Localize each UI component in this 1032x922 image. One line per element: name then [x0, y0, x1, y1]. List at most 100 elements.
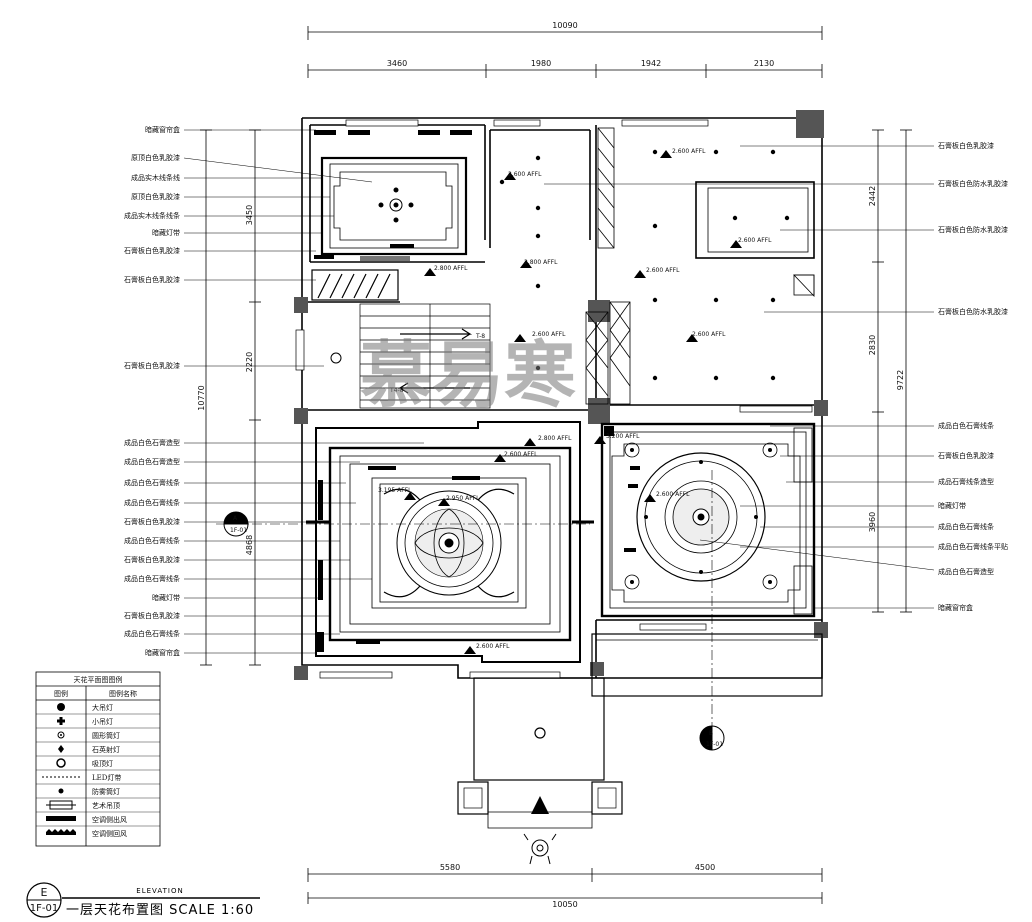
legend-name-2: 小吊灯: [92, 717, 113, 726]
legend-name-3: 圆形筒灯: [92, 731, 120, 740]
level-tag-6: 2.800 AFFL: [434, 265, 468, 272]
dim-top-4: 2130: [754, 59, 774, 68]
level-tag-14: 3.200 AFFL: [606, 433, 640, 440]
marker-left-top: A: [233, 515, 238, 522]
downlights-top: [499, 149, 790, 381]
right-notes: 石膏板白色乳胶漆 石膏板白色防水乳胶漆 石膏板白色防水乳胶漆 石膏板白色防水乳胶…: [938, 141, 1008, 612]
right-note-5: 成品白色石膏线条: [938, 421, 994, 430]
level-tag-5: 2.800 AFFL: [524, 259, 558, 266]
led-strip-living: [316, 480, 324, 652]
dining-ceiling: [600, 422, 816, 618]
chandelier-icon: [57, 703, 65, 711]
staircase: [359, 303, 491, 409]
art-ceiling-icon: [46, 800, 76, 810]
legend-col-symbol: 图例: [54, 689, 68, 698]
stair-label-up: T-8: [475, 333, 485, 340]
right-note-11: 成品白色石膏造型: [938, 567, 994, 576]
dining-accents: [604, 426, 772, 584]
left-leaders: [183, 129, 424, 654]
dim-top-2: 1980: [531, 59, 551, 68]
dim-left-3: 4868: [245, 535, 254, 555]
downlight-icon: [57, 731, 65, 739]
left-notes: 暗藏窗帘盒 原顶白色乳胶漆 成品实木线条线 原顶白色乳胶漆 成品实木线条线条 暗…: [124, 125, 180, 657]
entrance: [457, 633, 823, 829]
left-note-10: 成品白色石膏造型: [124, 438, 180, 447]
section-marker-right: [699, 470, 725, 751]
left-note-2: 原顶白色乳胶漆: [131, 153, 180, 162]
drawing-title: 一层天花布置图 SCALE 1:60: [66, 902, 254, 918]
pendant-icon: [57, 717, 65, 725]
legend-icons: [42, 703, 80, 835]
left-note-15: 成品白色石膏线条: [124, 536, 180, 545]
legend-name-10: 空调侧回风: [92, 829, 127, 838]
right-note-2: 石膏板白色防水乳胶漆: [938, 179, 1008, 188]
dim-right-1: 2442: [868, 186, 877, 206]
living-ceiling: [315, 421, 581, 663]
left-note-16: 石膏板白色乳胶漆: [124, 555, 180, 564]
section-marker-left: [216, 511, 590, 537]
right-note-8: 暗藏灯带: [938, 501, 966, 510]
level-tag-7: 2.600 AFFL: [532, 331, 566, 338]
dim-left-total: 10770: [197, 385, 206, 410]
spotlight-icon: [58, 745, 64, 753]
dim-bottom-1: 5580: [440, 863, 460, 872]
ceiling-lamp-icon: [56, 758, 66, 768]
right-note-6: 石膏板白色乳胶漆: [938, 451, 994, 460]
level-tag-4: 2.600 AFFL: [646, 267, 680, 274]
level-tag-3: 2.600 AFFL: [738, 237, 772, 244]
legend-name-9: 空调侧出风: [92, 815, 127, 824]
dim-top-1: 3460: [387, 59, 407, 68]
ac-supply-icon: [46, 816, 76, 821]
left-note-1: 暗藏窗帘盒: [145, 125, 180, 134]
level-marks: [404, 150, 742, 654]
left-note-7: 石膏板白色乳胶漆: [124, 246, 180, 255]
left-note-13: 成品白色石膏线条: [124, 498, 180, 507]
left-note-3: 成品实木线条线: [131, 173, 180, 182]
level-tag-15: 2.600 AFFL: [656, 491, 690, 498]
legend-table: [35, 671, 161, 847]
right-note-3: 石膏板白色防水乳胶漆: [938, 225, 1008, 234]
fog-light-icon: [58, 788, 64, 794]
dim-bottom-2: 4500: [695, 863, 715, 872]
title-badge-top: E: [41, 886, 48, 899]
stair-label-down: T4-8: [389, 387, 404, 394]
left-note-19: 石膏板白色乳胶漆: [124, 611, 180, 620]
right-dimensions: [872, 129, 912, 613]
dim-left-1: 3450: [245, 205, 254, 225]
right-note-12: 暗藏窗帘盒: [938, 603, 973, 612]
ac-grille: [311, 269, 399, 301]
windows: [295, 119, 813, 679]
left-note-9: 石膏板白色乳胶漆: [124, 361, 180, 370]
top-dimensions: [307, 26, 823, 78]
left-note-21: 暗藏窗帘盒: [145, 648, 180, 657]
level-tag-12: 2.950 AFFL: [446, 495, 480, 502]
level-tag-9: 2.800 AFFL: [538, 435, 572, 442]
marker-left-bottom: 1F-01: [230, 527, 247, 534]
level-tag-10: 2.600 AFFL: [504, 451, 538, 458]
ac-return-icon: [46, 829, 76, 835]
legend-name-6: LED灯带: [92, 773, 121, 782]
right-leaders: [544, 145, 935, 609]
marker-right-top: B: [709, 730, 713, 737]
right-note-9: 成品白色石膏线条: [938, 522, 994, 531]
right-note-1: 石膏板白色乳胶漆: [938, 141, 994, 150]
level-tag-2: 2.600 AFFL: [672, 148, 706, 155]
legend-name-1: 大吊灯: [92, 703, 113, 712]
left-note-6: 暗藏灯带: [152, 228, 180, 237]
legend-name-5: 吸顶灯: [92, 759, 113, 768]
bottom-dimensions: [307, 868, 823, 904]
wall-columns: [294, 110, 828, 680]
legend-name-7: 防雾筒灯: [92, 787, 120, 796]
level-tag-8: 2.600 AFFL: [692, 331, 726, 338]
title-badge: [26, 882, 62, 918]
ac-vents-top-left: [314, 130, 472, 259]
marker-right-bottom: 1F-01: [706, 741, 723, 748]
left-note-14: 石膏板白色乳胶漆: [124, 517, 180, 526]
level-tag-13: 2.600 AFFL: [476, 643, 510, 650]
left-note-11: 成品白色石膏造型: [124, 457, 180, 466]
dim-bottom-total: 10050: [552, 900, 577, 909]
dim-top-total: 10090: [552, 21, 577, 30]
dim-right-2: 2830: [868, 335, 877, 355]
top-right-ceiling: [585, 127, 815, 405]
